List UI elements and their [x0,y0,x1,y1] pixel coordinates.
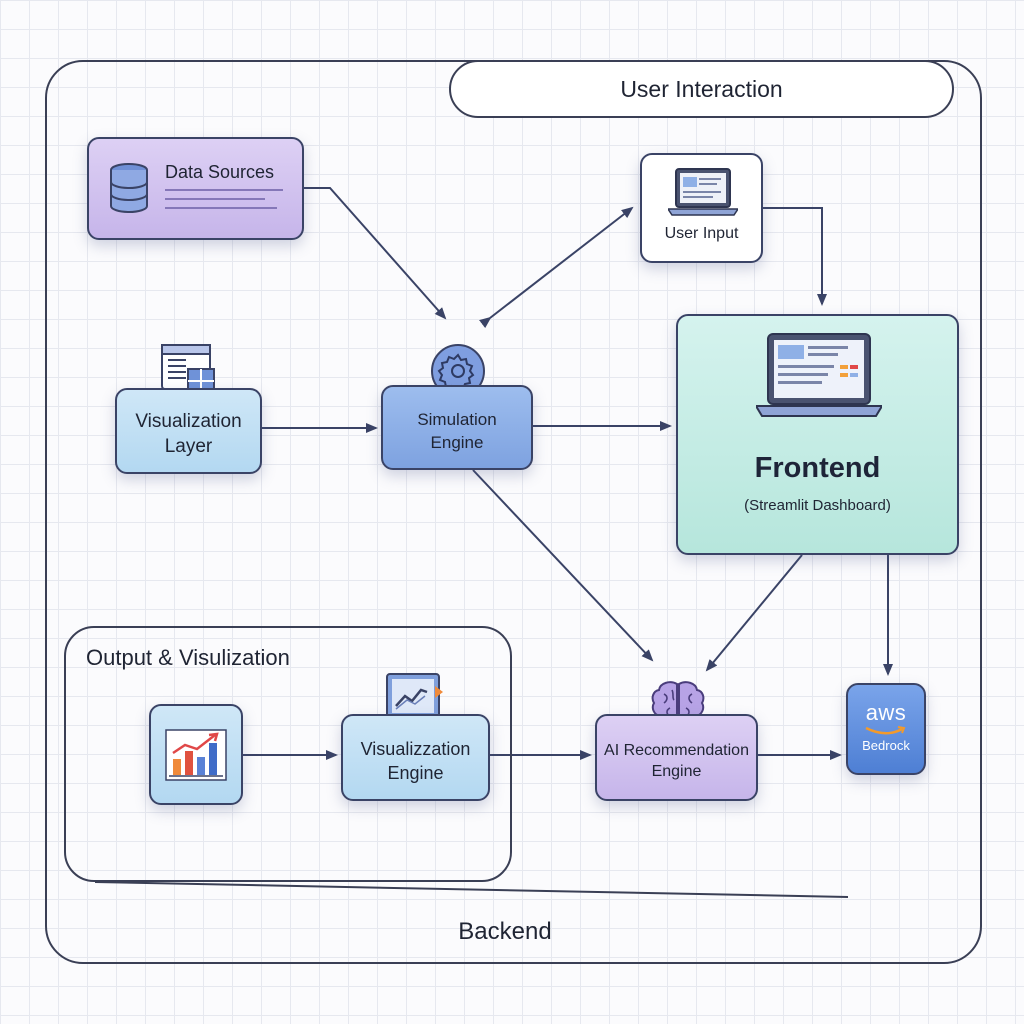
arrow-simulation-to-ai [472,469,654,662]
output-visualization-region [64,626,512,882]
data-sources-label: Data Sources [165,162,275,182]
chart-arrow-icon [386,673,443,719]
aws-logo-text: aws [865,700,907,725]
visualization-layer-label-line2: Layer [164,436,213,457]
aws-smile-icon [865,725,906,735]
frontend-subtitle: (Streamlit Dashboard) [744,496,891,514]
visualization-layer-node[interactable]: Visualization Layer [115,388,262,474]
aws-bedrock-label: Bedrock [862,737,910,753]
visualization-engine-label-line1: Visualizzation [360,739,471,760]
arrow-userinput-to-frontend [763,207,827,306]
chart-node[interactable] [149,704,243,805]
database-icon [110,163,148,213]
ai-recommendation-label-line1: AI Recommendation [604,741,749,759]
frontend-node[interactable]: Frontend (Streamlit Dashboard) [676,314,959,555]
data-sources-node[interactable]: Data Sources [87,137,304,240]
simulation-engine-node[interactable]: Simulation Engine [381,385,533,470]
user-input-node[interactable]: User Input [640,153,763,263]
visualization-engine-label-line2: Engine [387,762,444,783]
frontend-title: Frontend [754,452,881,484]
arrow-simulation-to-userinput [479,206,634,329]
ai-recommendation-node[interactable]: AI Recommendation Engine [595,714,758,801]
bar-chart-icon [165,728,227,781]
backend-label: Backend [458,918,552,945]
visualization-engine-node[interactable]: Visualizzation Engine [341,714,490,801]
data-sources-text-lines [165,189,285,209]
aws-bedrock-node[interactable]: aws Bedrock [846,683,926,775]
simulation-engine-label-line1: Simulation [417,410,497,430]
output-visualization-label: Output & Visulization [86,645,290,670]
backend-divider-line [94,881,849,898]
ai-recommendation-label-line2: Engine [651,762,702,780]
simulation-engine-label-line2: Engine [430,432,484,452]
user-input-label: User Input [664,225,739,243]
arrow-datasources-to-simulation [304,187,447,320]
arrow-frontend-to-ai [705,554,803,672]
user-interaction-region: User Interaction [449,60,954,118]
user-interaction-label: User Interaction [620,75,783,102]
visualization-layer-label-line1: Visualization [135,411,242,433]
laptop-dashboard-icon [756,333,882,417]
laptop-icon [668,168,738,216]
